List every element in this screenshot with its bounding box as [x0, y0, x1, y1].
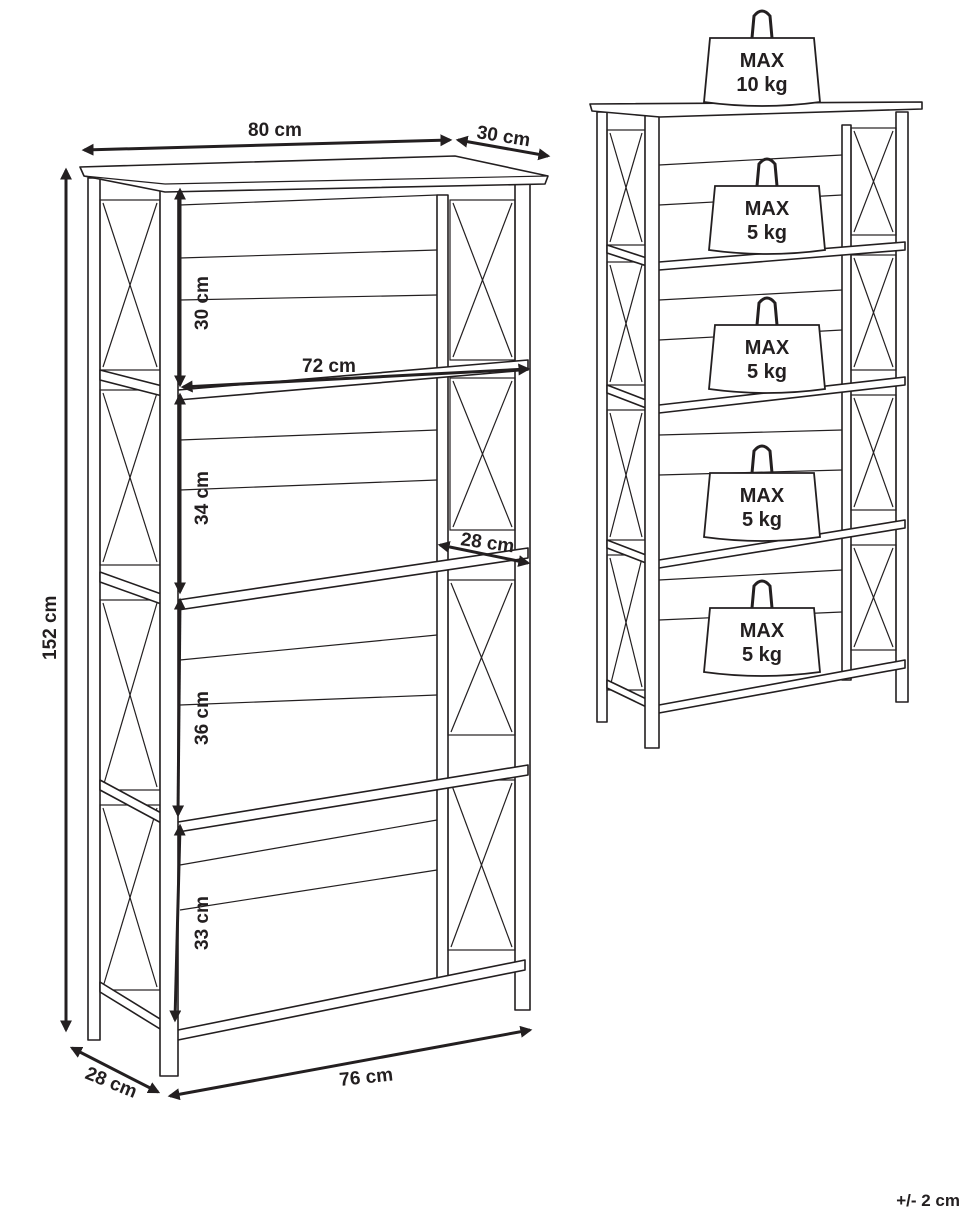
- shelf3-height-label: 36 cm: [192, 691, 213, 745]
- weight-handle-icon: [755, 296, 779, 326]
- base-width-label: 76 cm: [338, 1064, 394, 1091]
- weight-icon: [703, 607, 821, 677]
- weight-max-label: MAX: [745, 337, 790, 359]
- weight-value-label: 5 kg: [742, 644, 782, 666]
- weight-max-label: MAX: [740, 485, 785, 507]
- weight-icon: [708, 185, 826, 255]
- weight-icon: [708, 324, 826, 394]
- weight-icon: [703, 37, 821, 107]
- top-width-label: 80 cm: [248, 120, 302, 141]
- weight-icon: [703, 472, 821, 542]
- weight-value-label: 5 kg: [747, 222, 787, 244]
- shelf1-height-label: 30 cm: [192, 276, 213, 330]
- weight-value-label: 10 kg: [736, 74, 787, 96]
- weight-handle-icon: [755, 157, 779, 187]
- total-height-label: 152 cm: [40, 596, 61, 660]
- weight-handle-icon: [750, 9, 774, 39]
- dimension-lines: [60, 134, 551, 1101]
- dimension-labels: 80 cm 30 cm 152 cm 30 cm 72 cm 34 cm 28 …: [40, 120, 532, 1103]
- shelf4-height-label: 33 cm: [192, 896, 213, 950]
- weight-max-label: MAX: [745, 198, 790, 220]
- weight-handle-icon: [750, 579, 774, 609]
- weight-max-label: MAX: [740, 50, 785, 72]
- top-depth-label: 30 cm: [475, 122, 531, 151]
- inner-width-label: 72 cm: [302, 356, 356, 377]
- shelf-depth-label: 28 cm: [459, 529, 515, 557]
- tolerance-note: +/- 2 cm: [896, 1191, 960, 1210]
- weight-max-label: MAX: [740, 620, 785, 642]
- shelf2-height-label: 34 cm: [192, 471, 213, 525]
- weight-value-label: 5 kg: [747, 361, 787, 383]
- bookshelf-dimension-view: [79, 155, 549, 1077]
- weight-value-label: 5 kg: [742, 509, 782, 531]
- bookshelf-load-view: [589, 101, 923, 749]
- weight-handle-icon: [750, 444, 774, 474]
